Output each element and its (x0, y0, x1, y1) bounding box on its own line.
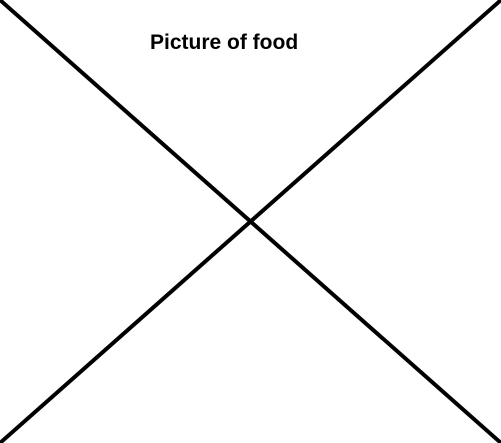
placeholder-caption: Picture of food (150, 31, 299, 54)
